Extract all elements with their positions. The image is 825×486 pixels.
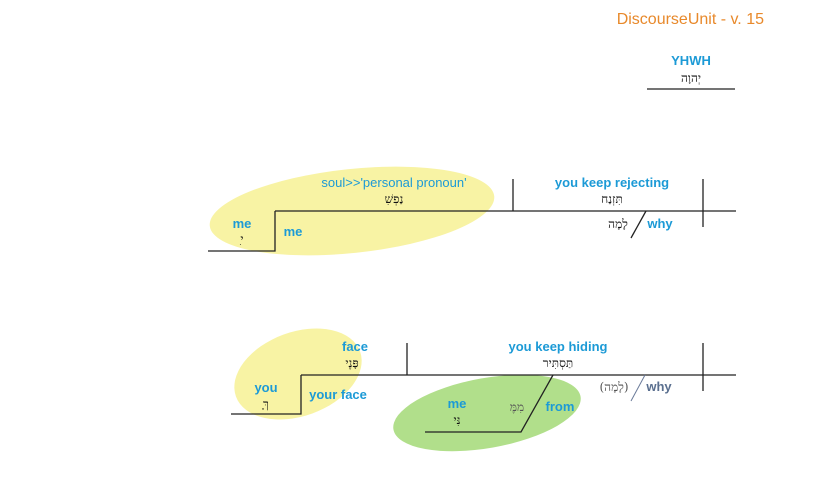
clause2-prep-object-english: me bbox=[448, 396, 467, 411]
clause2-object-english: face bbox=[342, 339, 368, 354]
clause1-subject-step bbox=[208, 211, 276, 252]
clause1-object-english: soul>>'personal pronoun' bbox=[321, 175, 466, 190]
clause2-prep-line bbox=[425, 374, 554, 433]
yhwh-hebrew: יְהוָה bbox=[681, 71, 701, 85]
clause2-object-hebrew: פָּנֶי bbox=[345, 356, 358, 370]
clause2-modifier-hebrew: (לָמָה) bbox=[599, 380, 628, 394]
clause1-subject1-hebrew: ִי bbox=[239, 232, 243, 246]
yhwh-english: YHWH bbox=[671, 53, 711, 68]
clause2-verb-english: you keep hiding bbox=[509, 339, 608, 354]
clause2-verb-hebrew: תַּסְתִּיר bbox=[543, 356, 574, 370]
clause1-subject1-english: me bbox=[233, 216, 252, 231]
clause2-prep-object-hebrew: נִּי bbox=[453, 413, 460, 427]
subject-highlight bbox=[234, 328, 362, 420]
clause2-modifier-slant bbox=[630, 374, 646, 402]
clause2-subject2-english: your face bbox=[309, 387, 367, 402]
clause1-modifier-slant bbox=[630, 210, 647, 239]
clause2-subject-step bbox=[231, 375, 302, 415]
clause2-modifier-english: why bbox=[645, 379, 672, 394]
clause2-subject1-english: you bbox=[254, 380, 277, 395]
page-title: DiscourseUnit - v. 15 bbox=[617, 11, 764, 28]
clause1-verb-english: you keep rejecting bbox=[555, 175, 669, 190]
clause2-prep-english: from bbox=[546, 399, 575, 414]
clause1-object-hebrew: נַפְשִׁ bbox=[385, 192, 404, 206]
clause2-prep-hebrew: מִמֶּ bbox=[510, 400, 524, 414]
clause1-subject2-english: me bbox=[284, 224, 303, 239]
clause1-modifier-english: why bbox=[646, 216, 673, 231]
clause2-subject1-hebrew: ָךּ bbox=[262, 397, 269, 411]
clause1-modifier-hebrew: לָמָה bbox=[608, 217, 628, 231]
clause1-verb-hebrew: תִּזְנַח bbox=[601, 192, 623, 206]
